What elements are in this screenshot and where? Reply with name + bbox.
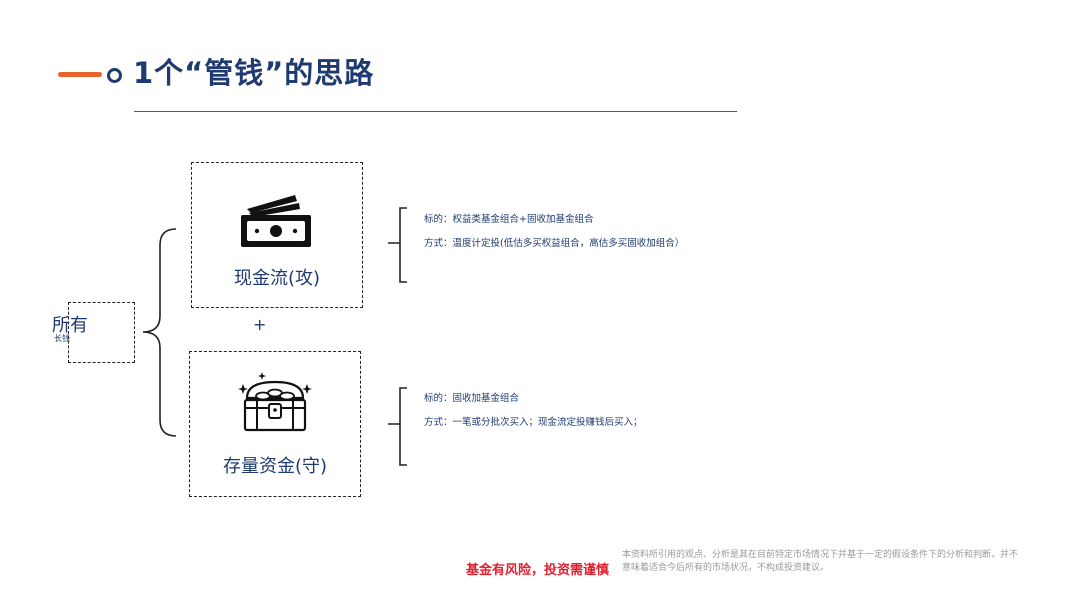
main-brace [142, 228, 177, 437]
disclaimer-line-1: 本资料所引用的观点、分析是其在目前特定市场情况下并基于一定的假设条件下的分析和判… [622, 550, 1019, 560]
cashflow-target-text: 标的：权益类基金组合+固收加基金组合 [424, 214, 594, 225]
cashflow-node-label: 现金流(攻) [233, 268, 321, 289]
cashflow-node-box: 现金流(攻) [191, 162, 363, 308]
title-divider [134, 111, 737, 112]
disclaimer-text: 本资料所引用的观点、分析是其在目前特定市场情况下并基于一定的假设条件下的分析和判… [622, 549, 1072, 574]
page-title: 1个“管钱”的思路 [133, 56, 375, 90]
stock-funds-node-label: 存量资金(守) [222, 456, 328, 477]
top-detail-bracket [388, 207, 407, 283]
risk-warning: 基金有风险，投资需谨慎 [466, 563, 610, 578]
stock-funds-method-text: 方式：一笔或分批次买入；现金流定投赚钱后买入； [424, 417, 643, 428]
money-bills-icon [241, 195, 311, 247]
stock-funds-node-box: 存量资金(守) [189, 351, 361, 497]
bottom-detail-bracket [388, 387, 407, 466]
title-ring-icon [107, 68, 122, 83]
root-node-box [68, 302, 135, 363]
title-accent-bar [58, 72, 102, 77]
treasure-chest-icon [238, 372, 312, 432]
cashflow-method-text: 方式：温度计定投(低估多买权益组合，高估多买固收加组合） [424, 238, 685, 249]
stock-funds-target-text: 标的：固收加基金组合 [424, 393, 520, 404]
disclaimer-line-2: 意味着适合今后所有的市场状况，不构成投资建议。 [622, 562, 830, 573]
root-node-label: 所有 [52, 315, 88, 336]
plus-sign: + [253, 315, 267, 334]
root-node-sublabel: 长钱 [54, 334, 70, 343]
